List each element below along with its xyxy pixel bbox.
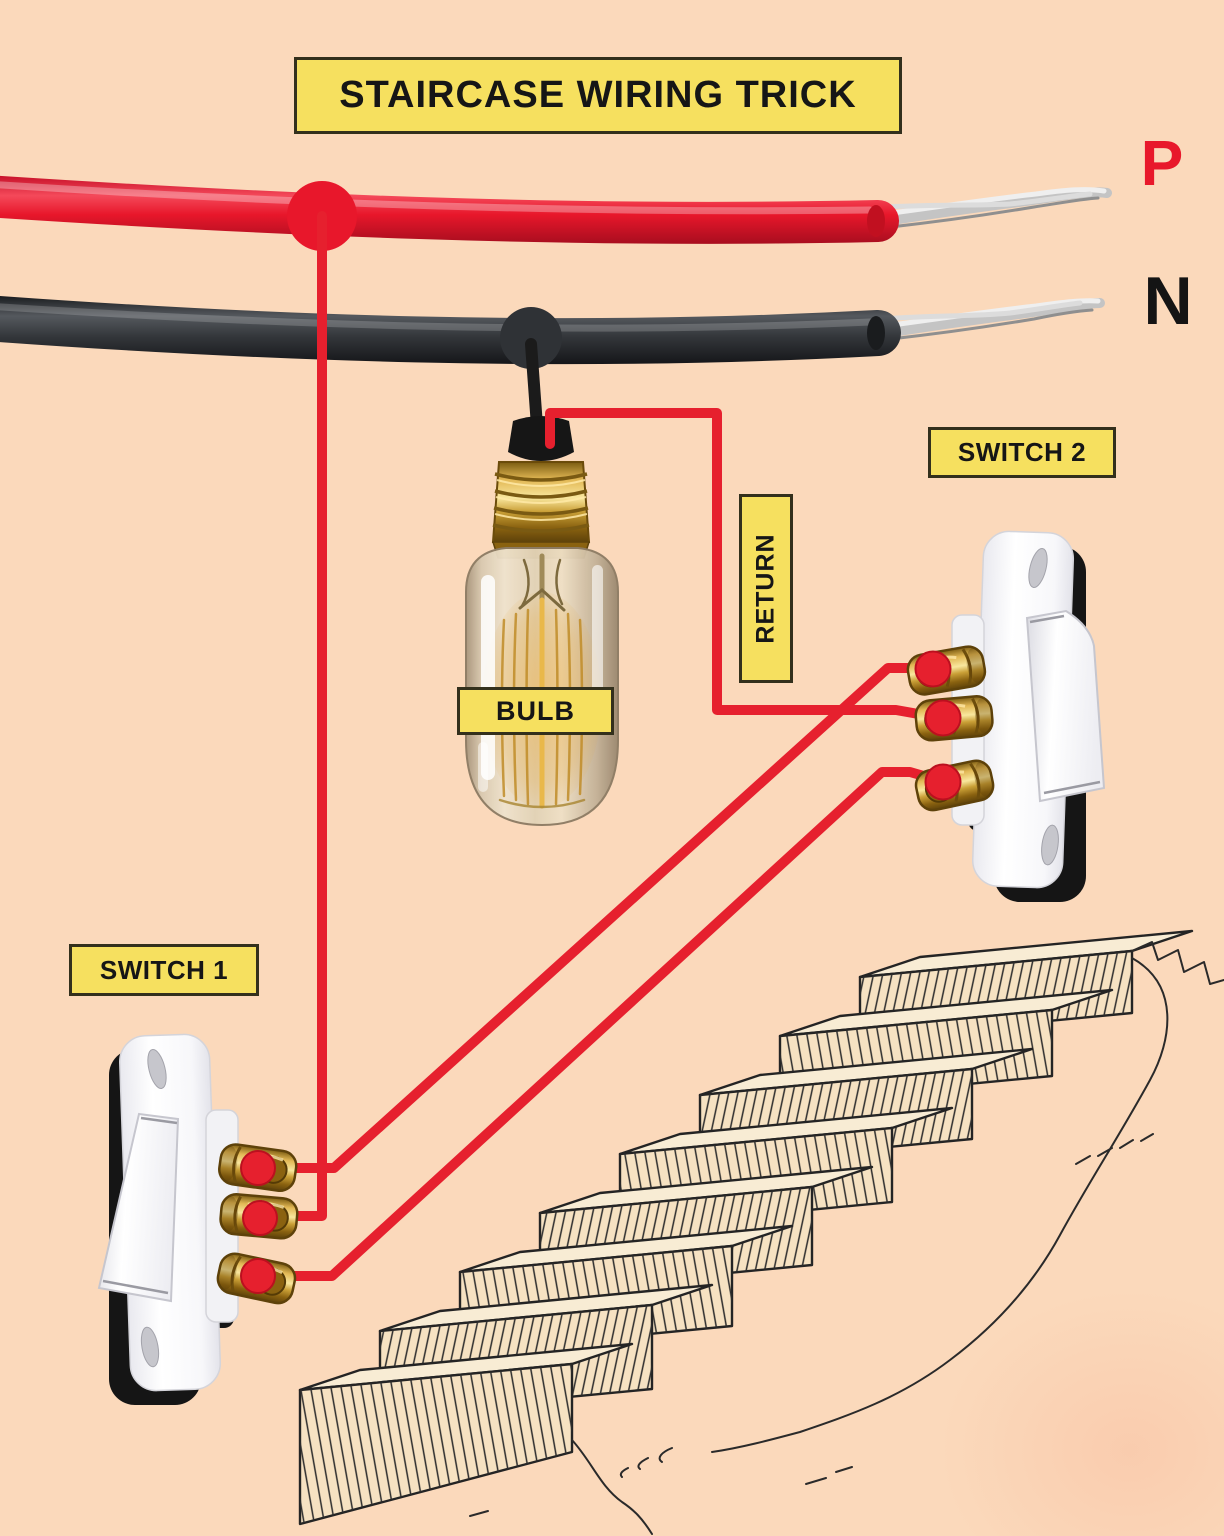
neutral-letter-label: N bbox=[1143, 263, 1193, 339]
switch1-screw-slot-top bbox=[147, 1048, 167, 1090]
diagram-title: STAIRCASE WIRING TRICK bbox=[294, 57, 902, 134]
switch2-screw-slot-bottom bbox=[1041, 824, 1059, 866]
phase-feed-wire bbox=[261, 211, 327, 1221]
bulb-label: BULB bbox=[457, 687, 614, 735]
switch2-rocker bbox=[1025, 609, 1106, 803]
switch2 bbox=[903, 530, 1106, 902]
bulb-cap bbox=[508, 416, 574, 461]
phase-cable bbox=[0, 175, 1112, 244]
switch2-screw-slot-top bbox=[1028, 547, 1048, 589]
stair-step bbox=[698, 1047, 1034, 1167]
return-label: RETURN bbox=[739, 494, 793, 683]
switch2-label: SWITCH 2 bbox=[928, 427, 1116, 478]
switch2-terminal-dot-middle bbox=[924, 699, 962, 737]
switch2-terminal-dot-top bbox=[914, 650, 952, 688]
switch1-terminal-dot-bottom bbox=[240, 1258, 276, 1294]
staircase-sketch bbox=[298, 929, 1224, 1535]
neutral-wire bbox=[0, 295, 901, 365]
neutral-stripped-strands bbox=[865, 298, 1105, 343]
return-wire bbox=[545, 408, 946, 723]
terrain-sketch bbox=[469, 941, 1224, 1535]
phase-stripped-strands bbox=[865, 187, 1112, 231]
neutral-cable bbox=[0, 295, 1105, 365]
switch1-terminal-dot-middle bbox=[242, 1200, 278, 1236]
phase-wire bbox=[0, 175, 899, 244]
background-blush bbox=[940, 1290, 1224, 1536]
switch1-label: SWITCH 1 bbox=[69, 944, 259, 996]
switch1-screw-slot-bottom bbox=[140, 1326, 160, 1368]
switch2-terminal-dot-bottom bbox=[924, 763, 962, 801]
phase-letter-label: P bbox=[1140, 127, 1184, 199]
bulb-neutral-cord bbox=[525, 338, 543, 432]
bulb bbox=[465, 408, 946, 827]
switch1 bbox=[97, 1033, 300, 1405]
stair-step bbox=[298, 1342, 634, 1526]
switch1-rocker bbox=[97, 1112, 180, 1303]
switch1-terminal-dot-top bbox=[240, 1150, 276, 1186]
return-label-text: RETURN bbox=[751, 533, 780, 644]
